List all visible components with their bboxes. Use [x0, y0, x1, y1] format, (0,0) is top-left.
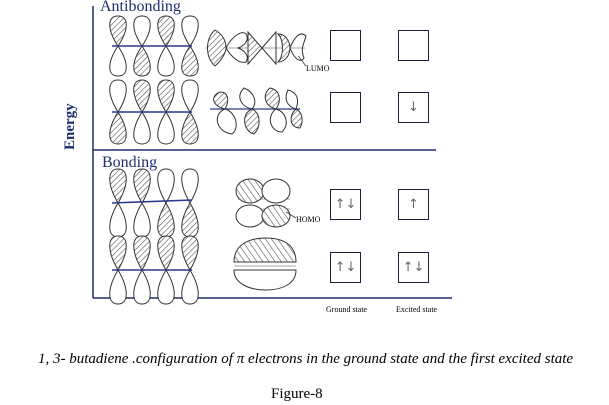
antibonding-label: Antibonding [100, 0, 181, 15]
p-orbital-lobe [109, 79, 127, 113]
homo-pointer [285, 211, 297, 219]
p-orbital-lobe [181, 235, 199, 271]
pi-bond-lines [111, 45, 193, 271]
p-orbital-lobe [109, 202, 127, 238]
p-orbital-lobe [109, 235, 127, 271]
excited-box-psi4 [398, 30, 429, 61]
figure-number: Figure-8 [271, 386, 323, 402]
electron-arrows [331, 31, 360, 60]
p-orbital-lobe [133, 79, 151, 113]
p-orbital-lobe [157, 235, 175, 271]
p-orbital-lobe [157, 79, 175, 113]
p-orbital-lobe [133, 15, 151, 47]
p-orbital-lobe [157, 45, 175, 77]
p-orbital-lobe [181, 168, 199, 204]
electron-arrows: ↑↓ [334, 197, 357, 212]
mo-psi4 [205, 29, 307, 67]
excited-box-psi3: ↓ [398, 92, 429, 123]
mo-psi3 [210, 87, 303, 135]
p-orbital-lobe [133, 111, 151, 145]
figure-caption: 1, 3- butadiene .configuration of π elec… [38, 351, 574, 367]
p-orbital-lobe [133, 202, 151, 238]
p-orbital-lobe [109, 15, 127, 47]
p-orbital-lobe [157, 269, 175, 305]
p-orbital-lobe [157, 168, 175, 204]
lumo-pointer [297, 55, 307, 67]
lumo-label: LUMO [306, 64, 330, 73]
electron-arrows: ↓ [408, 100, 419, 115]
mo-psi1 [233, 237, 297, 291]
excited-state-label: Excited state [396, 305, 438, 314]
p-orbital-lobe [181, 79, 199, 113]
excited-box-psi2: ↑ [398, 189, 429, 220]
electron-arrows [331, 93, 360, 122]
ground-box-psi3 [330, 92, 361, 123]
p-orbital-lobe [109, 111, 127, 145]
p-orbital-lobe [181, 202, 199, 238]
p-orbital-lobe [109, 168, 127, 204]
p-orbital-lobe [157, 111, 175, 145]
electron-arrows: ↑ [408, 197, 419, 212]
p-orbital-lobe [133, 45, 151, 77]
excited-box-psi1: ↑↓ [398, 252, 429, 283]
p-orbital-lobe [133, 168, 151, 204]
homo-label: HOMO [296, 215, 321, 224]
atomic-orbital-lobes [109, 15, 199, 305]
ground-box-psi2: ↑↓ [330, 189, 361, 220]
energy-axis [92, 6, 452, 299]
p-orbital-lobe [133, 235, 151, 271]
p-orbital-lobe [181, 15, 199, 47]
electron-arrows: ↑↓ [402, 260, 425, 275]
ground-box-psi1: ↑↓ [330, 252, 361, 283]
p-orbital-lobe [133, 269, 151, 305]
bonding-label: Bonding [102, 154, 158, 171]
p-orbital-lobe [181, 269, 199, 305]
mo-psi2 [235, 178, 291, 228]
ground-box-psi4 [330, 30, 361, 61]
p-orbital-lobe [181, 111, 199, 145]
electron-arrows [399, 31, 428, 60]
p-orbital-lobe [157, 202, 175, 238]
ground-state-label: Ground state [326, 305, 368, 314]
p-orbital-lobe [109, 269, 127, 305]
p-orbital-lobe [109, 45, 127, 77]
p-orbital-lobe [157, 15, 175, 47]
p-orbital-lobe [181, 45, 199, 77]
electron-arrows: ↑↓ [334, 260, 357, 275]
energy-axis-label: Energy [62, 103, 78, 150]
